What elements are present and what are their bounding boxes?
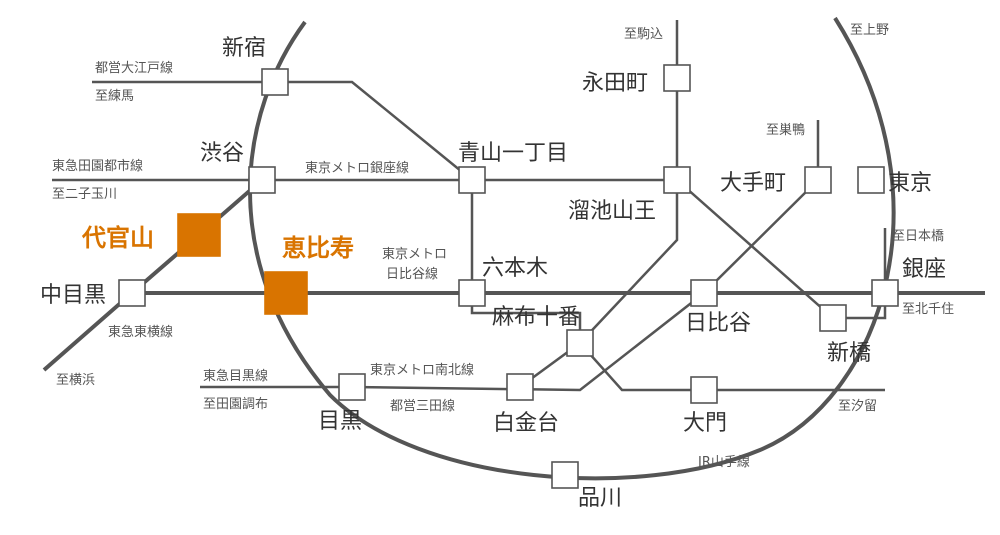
station-box-tameike-sanno[interactable] — [663, 166, 691, 194]
station-name-shibuya: 渋谷 — [200, 141, 244, 166]
station-name-daikanyama: 代官山 — [81, 224, 154, 252]
station-name-aoyama-itchome: 青山一丁目 — [458, 141, 568, 166]
direction-kita-senju: 至北千住 — [902, 302, 954, 317]
station-name-shimbashi: 新橋 — [827, 341, 871, 366]
direction-nihombashi: 至日本橋 — [892, 229, 944, 244]
station-name-meguro: 目黒 — [318, 409, 362, 434]
station-box-shinjuku[interactable] — [261, 68, 289, 96]
station-name-shirokanedai: 白金台 — [493, 411, 559, 436]
station-name-shinagawa: 品川 — [578, 486, 622, 511]
station-box-daikanyama[interactable] — [177, 213, 221, 257]
station-name-nagatacho: 永田町 — [582, 71, 648, 96]
station-box-daimon[interactable] — [690, 376, 718, 404]
station-box-otemachi[interactable] — [804, 166, 832, 194]
line-label-denentoshi: 東急田園都市線 — [52, 158, 143, 174]
line-label-ginza: 東京メトロ銀座線 — [305, 160, 409, 176]
line-label-oedo: 都営大江戸線 — [95, 60, 173, 76]
direction-sugamo: 至巣鴨 — [766, 123, 805, 138]
station-box-shinagawa[interactable] — [551, 461, 579, 489]
direction-komagome: 至駒込 — [624, 27, 663, 42]
station-box-shibuya[interactable] — [248, 166, 276, 194]
line-label-mita: 都営三田線 — [390, 398, 455, 414]
station-name-ginza: 銀座 — [902, 257, 946, 282]
station-name-shinjuku: 新宿 — [222, 36, 266, 61]
direction-nerima: 至練馬 — [95, 89, 134, 104]
station-box-ginza[interactable] — [871, 279, 899, 307]
station-box-shimbashi[interactable] — [819, 304, 847, 332]
station-box-shirokanedai[interactable] — [506, 373, 534, 401]
station-name-hibiya: 日比谷 — [685, 311, 751, 336]
line-label-toyoko: 東急東横線 — [108, 324, 173, 340]
line-label-hibiya-2: 日比谷線 — [386, 266, 438, 282]
station-name-ebisu: 恵比寿 — [282, 234, 354, 262]
station-box-roppongi[interactable] — [458, 279, 486, 307]
station-name-nakameguro: 中目黒 — [40, 283, 106, 308]
station-box-aoyama-itchome[interactable] — [458, 166, 486, 194]
line-label-meguro: 東急目黒線 — [203, 368, 268, 384]
station-box-nagatacho[interactable] — [663, 64, 691, 92]
direction-futako-tamagawa: 至二子玉川 — [52, 187, 117, 202]
station-box-meguro[interactable] — [338, 373, 366, 401]
line-label-hibiya-1: 東京メトロ — [382, 246, 447, 262]
direction-ueno: 至上野 — [850, 23, 889, 38]
line-label-yamanote: JR山手線 — [697, 454, 750, 470]
direction-yokohama: 至横浜 — [56, 373, 95, 388]
toyoko-line — [42, 178, 264, 372]
station-name-daimon: 大門 — [683, 411, 727, 436]
station-box-nakameguro[interactable] — [118, 279, 146, 307]
station-name-tokyo: 東京 — [888, 171, 932, 196]
oedo-line — [92, 80, 885, 392]
line-label-namboku: 東京メトロ南北線 — [370, 362, 474, 378]
station-name-azabu-juban: 麻布十番 — [492, 305, 580, 330]
denentoshi-ginza-line — [52, 178, 887, 320]
station-box-azabu-juban[interactable] — [566, 329, 594, 357]
station-name-roppongi: 六本木 — [482, 256, 548, 281]
station-name-otemachi: 大手町 — [720, 171, 786, 196]
station-box-ebisu[interactable] — [264, 271, 308, 315]
station-name-tameike-sanno: 溜池山王 — [568, 199, 656, 224]
station-box-tokyo[interactable] — [857, 166, 885, 194]
direction-shiodome: 至汐留 — [838, 398, 877, 414]
direction-denenchofu: 至田園調布 — [203, 397, 268, 412]
station-box-hibiya[interactable] — [690, 279, 718, 307]
